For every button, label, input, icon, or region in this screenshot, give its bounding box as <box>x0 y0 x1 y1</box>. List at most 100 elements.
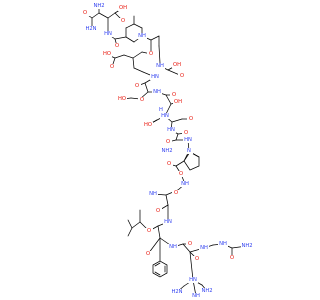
svg-text:O: O <box>140 97 144 103</box>
svg-text:HN: HN <box>161 113 169 119</box>
atom-label: H2N <box>85 26 97 32</box>
atom-label: HN <box>183 137 193 143</box>
atom-label: NH2 <box>241 243 253 249</box>
atom-label: HO <box>117 96 127 102</box>
svg-text:NH: NH <box>200 245 208 251</box>
atom-label: NH2 <box>93 3 105 9</box>
atom-label: NH <box>191 293 201 299</box>
bond-line <box>175 133 179 141</box>
bond-line <box>165 194 169 206</box>
atom-label: O <box>133 83 141 89</box>
svg-text:NH: NH <box>169 244 177 250</box>
atom-label: O <box>186 241 194 247</box>
svg-text:O: O <box>167 161 171 167</box>
svg-text:HN: HN <box>151 74 159 80</box>
bond-line <box>165 94 172 105</box>
svg-text:NH: NH <box>156 63 164 69</box>
bond-line <box>91 12 100 19</box>
bond-line <box>131 221 141 229</box>
peptide-structure: O NH2 H2N OH O HN O NH HO O O NH OH O HN… <box>80 3 253 299</box>
atom-label: HO <box>143 122 153 128</box>
bond-line <box>114 54 125 59</box>
svg-text:HN: HN <box>164 219 172 225</box>
svg-text:O: O <box>189 116 193 122</box>
bond-line <box>189 251 194 281</box>
bond-line <box>107 12 116 19</box>
svg-text:O: O <box>166 139 170 145</box>
svg-text:O: O <box>146 251 150 257</box>
bond-line <box>114 36 127 40</box>
svg-text:NH: NH <box>149 191 157 197</box>
svg-text:O: O <box>180 73 184 79</box>
bond-line <box>182 243 191 253</box>
svg-text:O: O <box>174 190 178 196</box>
atom-label: O <box>177 171 185 177</box>
atom-label: O <box>178 73 186 79</box>
svg-text:O: O <box>188 241 192 247</box>
svg-text:HO: HO <box>103 51 111 57</box>
atom-label: O <box>193 256 201 262</box>
atom-label: NH <box>152 89 162 95</box>
bond-line <box>133 67 144 73</box>
atom-label: HN <box>103 31 113 37</box>
svg-text:HO: HO <box>118 96 126 102</box>
svg-text:NH: NH <box>219 241 227 247</box>
atom-label: HO <box>102 51 112 57</box>
svg-text:HN: HN <box>184 137 192 143</box>
atom-label: HN <box>150 74 160 80</box>
svg-text:H: H <box>159 107 163 113</box>
bond-line <box>150 35 160 41</box>
svg-text:NH2: NH2 <box>241 243 252 249</box>
atom-label: O <box>144 251 152 257</box>
atom-label: O <box>170 92 178 98</box>
bond-line <box>171 118 183 123</box>
ring-bonds <box>152 151 200 278</box>
svg-text:O: O <box>149 51 153 57</box>
atom-label: NH <box>180 181 190 187</box>
bond-line <box>158 45 161 64</box>
svg-text:O: O <box>156 208 160 214</box>
atom-label: O <box>119 18 127 24</box>
atom-label: O <box>154 208 162 214</box>
atom-label: O <box>80 10 90 16</box>
svg-text:N: N <box>187 148 191 154</box>
atom-label: H <box>157 107 165 113</box>
bond-line <box>127 227 133 237</box>
atom-label: HN <box>166 127 176 133</box>
bond-line <box>127 219 133 229</box>
svg-text:O: O <box>184 130 188 136</box>
svg-text:H2N: H2N <box>85 26 96 32</box>
svg-text:HN: HN <box>167 127 175 133</box>
bond-line <box>133 23 143 29</box>
atom-label: NH <box>199 245 209 251</box>
atom-label: O <box>228 255 236 261</box>
svg-text:NH: NH <box>192 293 200 299</box>
svg-text:NH2: NH2 <box>93 3 104 9</box>
atom-label: HN <box>163 219 173 225</box>
svg-text:O: O <box>230 255 234 261</box>
svg-text:NH2: NH2 <box>161 148 172 154</box>
atom-label: NH <box>137 33 147 39</box>
svg-text:O: O <box>195 256 199 262</box>
atom-label: H2N <box>171 289 183 295</box>
phenyl-inner-bonds-3 <box>154 271 161 276</box>
atom-label: NH2 <box>161 148 173 154</box>
atom-label: NH <box>218 241 228 247</box>
atom-label: O <box>138 97 146 103</box>
atom-label: O <box>182 130 190 136</box>
phenyl-inner-bonds <box>154 262 161 267</box>
svg-text:O: O <box>135 83 139 89</box>
svg-text:O: O <box>115 43 119 49</box>
svg-text:HO: HO <box>144 122 152 128</box>
atom-label: N <box>185 148 193 154</box>
bond-line <box>125 23 135 29</box>
svg-text:O: O <box>147 228 151 234</box>
bond-line <box>132 57 135 69</box>
pyrrolidine-ring <box>183 151 200 171</box>
atom-label: O <box>108 64 116 70</box>
svg-text:H2N: H2N <box>171 289 182 295</box>
svg-text:NH2: NH2 <box>201 288 212 294</box>
atom-label: NH2 <box>201 288 213 294</box>
bond-line <box>123 54 134 59</box>
atom-label: O <box>165 161 173 167</box>
